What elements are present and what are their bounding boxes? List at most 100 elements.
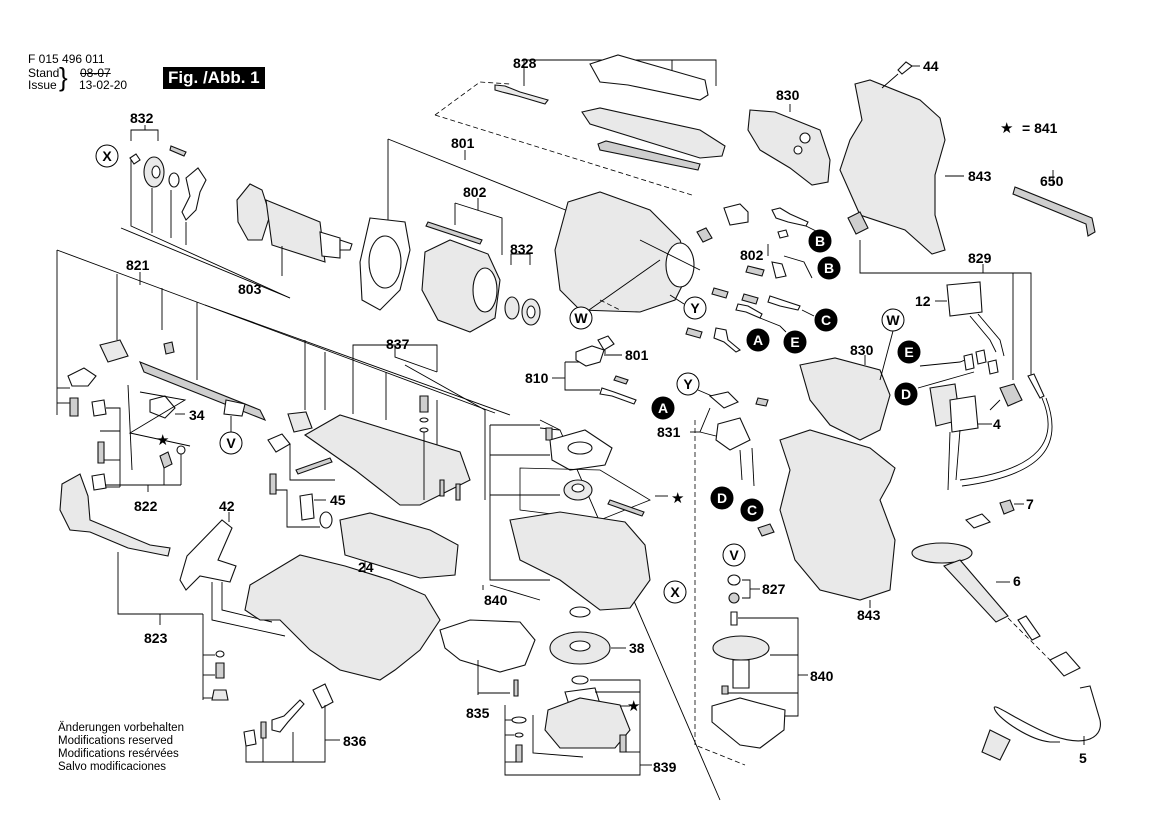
marker-e-motor-text: E — [790, 334, 799, 350]
part-group-cord: 7 6 5 — [911, 496, 1101, 766]
marker-d-829-text: D — [901, 386, 911, 402]
cord-connector — [1049, 651, 1081, 677]
part-group-831: Y 831 D C — [657, 372, 769, 522]
screw-star — [159, 451, 173, 469]
star-icon-822: ★ — [156, 432, 169, 449]
motor-housing-body — [554, 191, 691, 313]
label-42: 42 — [219, 498, 235, 514]
marker-a-motor — [746, 328, 770, 352]
switch-lock — [999, 383, 1023, 407]
label-839: 839 — [653, 759, 677, 775]
washer-gear — [569, 606, 591, 618]
brush-holder-801 — [575, 345, 605, 367]
switch-button — [847, 211, 869, 235]
marker-w-829-text: W — [886, 312, 900, 328]
marker-w-motor — [569, 306, 593, 330]
marker-c-motor-text: C — [821, 312, 831, 328]
housing-half-843 — [839, 79, 946, 255]
document-number: F 015 496 011 — [28, 52, 105, 66]
part-group-armature: 832 X 803 — [95, 110, 353, 299]
marker-c-831 — [740, 498, 764, 522]
label-832-left: 832 — [130, 110, 154, 126]
carbon-brush — [597, 335, 615, 351]
handle-housing-843 — [779, 429, 896, 601]
marker-y-motor-text: Y — [690, 300, 700, 316]
lever-836 — [312, 683, 334, 709]
bearing-832-mid — [504, 296, 520, 320]
part-group-827-840: V 827 840 — [694, 420, 834, 766]
marker-x-gear-text: X — [670, 584, 680, 600]
legend-star-equals: = 841 — [1022, 120, 1058, 136]
label-831: 831 — [657, 424, 681, 440]
label-810: 810 — [525, 370, 549, 386]
note-es: Salvo modificaciones — [58, 761, 167, 773]
label-827: 827 — [762, 581, 786, 597]
shoe-823 — [59, 473, 171, 557]
label-803: 803 — [238, 281, 262, 297]
star-icon: ★ — [1000, 120, 1013, 137]
part-group-843-top: 843 44 — [839, 58, 992, 255]
marker-d-831 — [710, 486, 734, 510]
clip-lower — [91, 473, 107, 491]
modification-notes: Änderungen vorbehalten Modifications res… — [58, 722, 184, 774]
bearing-flange — [544, 697, 631, 749]
label-837: 837 — [386, 336, 410, 352]
marker-e-829-text: E — [904, 344, 913, 360]
marker-b-2 — [817, 256, 841, 280]
label-45: 45 — [330, 492, 346, 508]
label-832-mid: 832 — [510, 241, 534, 257]
marker-y-motor — [683, 296, 707, 320]
marker-v-827 — [722, 543, 746, 567]
small-screw — [169, 145, 187, 157]
cord-clamp — [965, 513, 991, 529]
label-830-lower: 830 — [850, 342, 874, 358]
label-840-left: 840 — [484, 592, 508, 608]
superseded-date: 08-07 — [80, 66, 111, 80]
marker-e-829 — [897, 340, 921, 364]
issue-label: Issue — [28, 78, 57, 92]
marker-v-shaft-text: V — [226, 435, 236, 451]
note-fr: Modifications resérvées — [58, 748, 179, 760]
marker-d-829 — [894, 382, 918, 406]
suppressor-clip — [708, 391, 739, 409]
screw-star-gear — [607, 499, 645, 517]
clip — [91, 399, 107, 417]
capacitor-831 — [715, 417, 751, 451]
pin — [97, 441, 105, 464]
label-843-lower: 843 — [857, 607, 881, 623]
label-650: 650 — [1040, 173, 1064, 189]
hex-key-650 — [1012, 186, 1096, 237]
brush-plate — [181, 167, 207, 221]
label-38: 38 — [629, 640, 645, 656]
armature-803 — [265, 199, 326, 263]
part-group-843-lower: 843 — [757, 429, 896, 623]
marker-b-2-text: B — [824, 260, 834, 276]
gear-housing-840 — [509, 511, 651, 611]
power-cord-5 — [993, 685, 1101, 743]
part-group-829: 829 12 W E D 4 — [859, 240, 1053, 491]
plunger-housing-837 — [303, 414, 471, 506]
part-group-837: 837 45 — [267, 336, 486, 579]
marker-a-motor-text: A — [753, 332, 763, 348]
lever-34 — [149, 395, 176, 419]
label-12: 12 — [915, 293, 931, 309]
label-801-lower: 801 — [625, 347, 649, 363]
label-840-right: 840 — [810, 668, 834, 684]
label-822: 822 — [134, 498, 158, 514]
marker-v-827-text: V — [729, 547, 739, 563]
marker-d-831-text: D — [717, 490, 727, 506]
pin-mid — [295, 457, 333, 475]
note-en: Modifications reserved — [58, 735, 174, 747]
screw-7 — [999, 499, 1015, 515]
part-group-828: 828 — [434, 54, 726, 196]
marker-e-motor — [783, 330, 807, 354]
star-icon-flange: ★ — [627, 698, 640, 715]
label-6: 6 — [1013, 573, 1021, 589]
label-823: 823 — [144, 630, 168, 646]
marker-x-left — [95, 144, 119, 168]
marker-v-shaft — [219, 431, 243, 455]
screw-left — [69, 397, 79, 417]
star-icon-gear: ★ — [671, 490, 684, 507]
marker-a-810 — [651, 396, 675, 420]
label-7: 7 — [1026, 496, 1034, 512]
